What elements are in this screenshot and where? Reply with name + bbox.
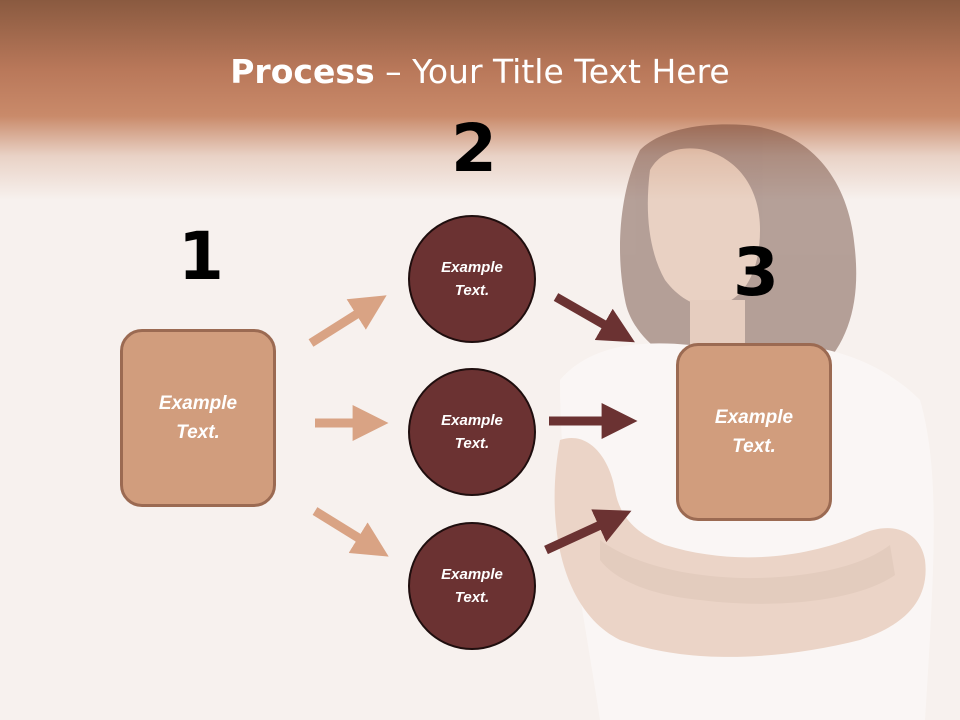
slide-title: Process – Your Title Text Here	[0, 52, 960, 91]
step-2-circle-1-text: Example Text.	[441, 259, 503, 299]
step-3-number: 3	[733, 234, 779, 311]
step-2-circle-2-text: Example Text.	[441, 412, 503, 452]
title-bold: Process	[230, 52, 375, 91]
arrow-2a-to-3	[553, 293, 635, 343]
step-3-text: Example Text.	[714, 407, 794, 457]
arrow-1-to-2c	[312, 507, 389, 557]
arrow-1-to-2a	[308, 295, 387, 347]
step-2-circle-2: Example Text.	[408, 368, 536, 496]
step-2-circle-1: Example Text.	[408, 215, 536, 343]
step-2-circle-3: Example Text.	[408, 522, 536, 650]
step-1-text: Example Text.	[158, 393, 238, 443]
step-2-circle-3-text: Example Text.	[441, 566, 503, 606]
header-band	[0, 0, 960, 200]
title-rest: – Your Title Text Here	[374, 52, 730, 91]
step-1-box: Example Text.	[120, 329, 276, 507]
step-3-box: Example Text.	[676, 343, 832, 521]
step-2-number: 2	[451, 110, 497, 187]
step-1-number: 1	[178, 218, 224, 295]
arrow-2c-to-3	[544, 509, 632, 555]
